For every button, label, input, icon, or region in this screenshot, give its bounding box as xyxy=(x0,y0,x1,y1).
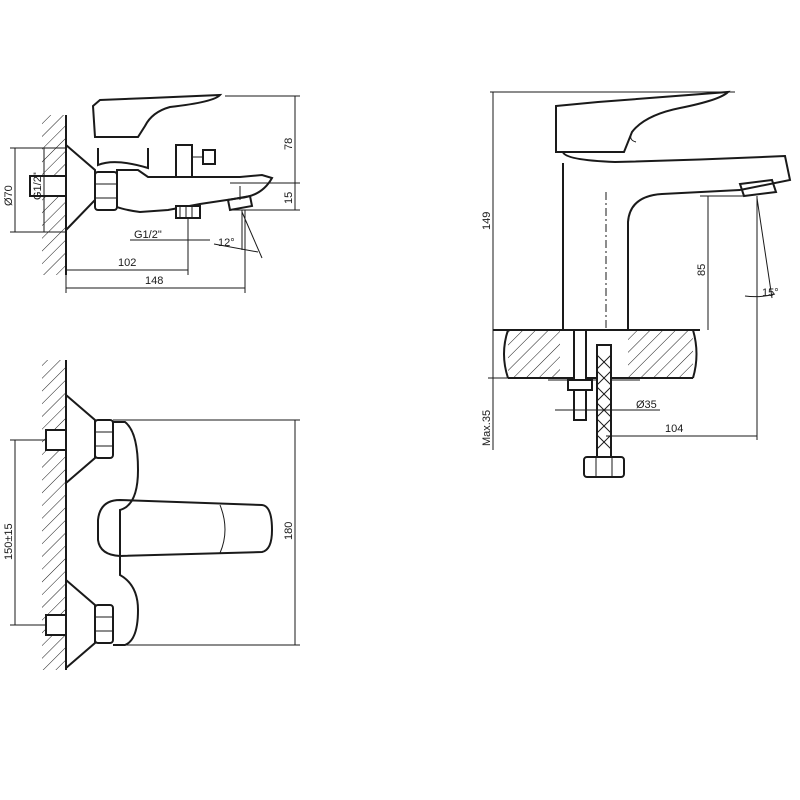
dim-reach-102: 102 xyxy=(118,257,136,269)
diverter-knob xyxy=(175,144,193,178)
dim-total-height: 149 xyxy=(481,212,493,230)
dim-basin-reach: 104 xyxy=(665,423,683,435)
upper-inlet xyxy=(45,429,67,451)
lever-front xyxy=(97,498,274,558)
upper-nut xyxy=(94,419,114,459)
lower-inlet xyxy=(45,614,67,636)
dim-width: 180 xyxy=(283,522,295,540)
spout-tip xyxy=(226,194,254,212)
escutcheon xyxy=(65,144,96,231)
dim-inlet-thread: G1/2" xyxy=(32,172,44,200)
dim-basin-angle: 15° xyxy=(762,287,779,299)
basin-body xyxy=(562,163,741,330)
dim-hole: Ø35 xyxy=(636,399,657,411)
basin-lever xyxy=(555,90,731,153)
mixer-body xyxy=(113,421,140,646)
basin-mixer-view: 149 85 15° Max.35 Ø35 104 xyxy=(481,90,792,478)
lower-nut xyxy=(94,604,114,644)
threaded-rod xyxy=(573,329,587,421)
dim-outlet-thread: G1/2" xyxy=(134,229,162,241)
lower-escutcheon xyxy=(65,579,96,669)
diverter-cap xyxy=(202,149,216,165)
dim-reach-148: 148 xyxy=(145,275,163,287)
aerator xyxy=(738,178,778,198)
connection-nut xyxy=(94,171,118,211)
inlet-pipe xyxy=(29,175,67,197)
dim-centers: 150±15 xyxy=(3,523,15,560)
upper-escutcheon xyxy=(65,394,96,484)
bath-mixer-front-view: 150±15 180 xyxy=(3,360,300,670)
hose-nut xyxy=(583,456,625,478)
dim-height-spout: 15 xyxy=(283,192,295,204)
dim-diameter: Ø70 xyxy=(3,185,15,206)
dim-height-top: 78 xyxy=(283,138,295,150)
bath-mixer-side-view: Ø70 G1/2" 78 15 G1/2" 12° 102 148 xyxy=(3,93,300,293)
lever-handle xyxy=(91,93,223,138)
dim-max-thickness: Max.35 xyxy=(481,410,493,446)
mounting-nut xyxy=(567,379,593,391)
spout-top xyxy=(562,151,792,191)
dim-spout-height: 85 xyxy=(696,264,708,276)
dim-angle: 12° xyxy=(218,237,235,249)
cartridge-column xyxy=(97,148,149,170)
